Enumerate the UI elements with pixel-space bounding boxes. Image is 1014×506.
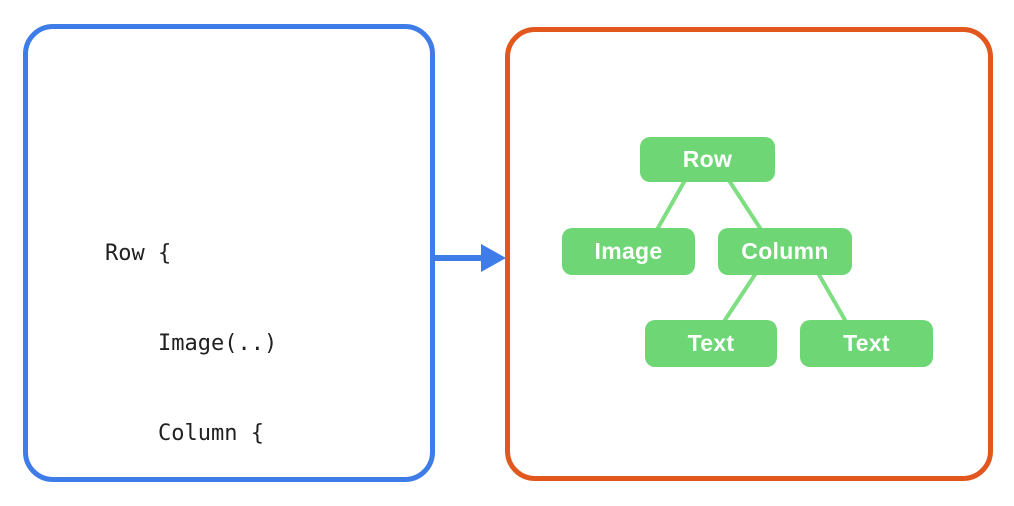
tree-node-label: Text	[687, 330, 735, 356]
tree-node-image: Image	[562, 228, 695, 275]
tree-node-label: Column	[741, 238, 829, 264]
code-line: Row {	[105, 241, 172, 266]
right-arrow-icon	[433, 244, 506, 272]
code-panel: Row { Image(..) Column { Text(..) Text(.…	[23, 24, 435, 482]
tree-node-label: Text	[843, 330, 890, 356]
tree-edges	[656, 180, 847, 322]
code-line: Image(..)	[105, 331, 278, 356]
tree-node-text-2: Text	[800, 320, 933, 367]
edge-row-column	[728, 180, 762, 230]
tree-panel: Row Image Column Text Text	[505, 27, 993, 481]
edge-column-text2	[816, 271, 847, 322]
code-line: Column {	[105, 421, 264, 446]
tree-node-label: Row	[682, 146, 733, 172]
tree-node-column: Column	[718, 228, 852, 275]
edge-row-image	[656, 180, 686, 230]
tree-node-label: Image	[594, 238, 663, 264]
tree-node-row: Row	[640, 137, 775, 182]
tree-node-text-1: Text	[645, 320, 777, 367]
code-block: Row { Image(..) Column { Text(..) Text(.…	[105, 179, 317, 506]
edge-column-text1	[723, 271, 758, 322]
